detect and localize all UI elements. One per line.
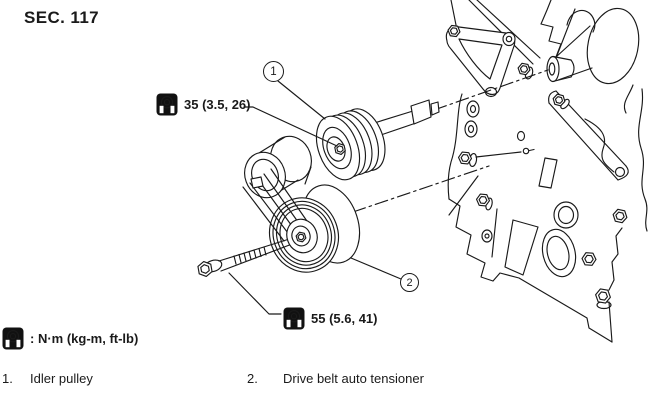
callout-1-number: 1	[270, 65, 277, 78]
torque-wrench-icon	[283, 307, 305, 330]
tensioner-drawing	[196, 135, 361, 282]
torque-legend: : N·m (kg-m, ft-lb)	[2, 327, 138, 350]
engine-block-drawing	[446, 0, 648, 343]
torque-wrench-icon	[156, 93, 178, 116]
torque-spec-tensioner: 55 (5.6, 41)	[283, 307, 378, 330]
centerlines	[352, 69, 549, 213]
leader-lines	[228, 80, 402, 315]
torque-legend-text: : N·m (kg-m, ft-lb)	[30, 331, 139, 346]
part-2-label: Drive belt auto tensioner	[283, 371, 424, 386]
torque-wrench-icon	[2, 327, 24, 350]
torque-spec-idler: 35 (3.5, 26)	[156, 93, 251, 116]
callout-2-number: 2	[406, 276, 413, 289]
section-label: SEC. 117	[24, 8, 100, 27]
part-1-number: 1.	[2, 371, 13, 386]
idler-pulley-drawing	[315, 99, 440, 181]
callout-2-bubble: 2	[400, 273, 419, 292]
torque-spec-idler-value: 35 (3.5, 26)	[184, 97, 251, 112]
part-2-number: 2.	[247, 371, 258, 386]
torque-spec-tensioner-value: 55 (5.6, 41)	[311, 311, 378, 326]
part-1-label: Idler pulley	[30, 371, 93, 386]
tensioner-bolt-drawing	[196, 235, 301, 278]
callout-1-bubble: 1	[263, 61, 284, 82]
